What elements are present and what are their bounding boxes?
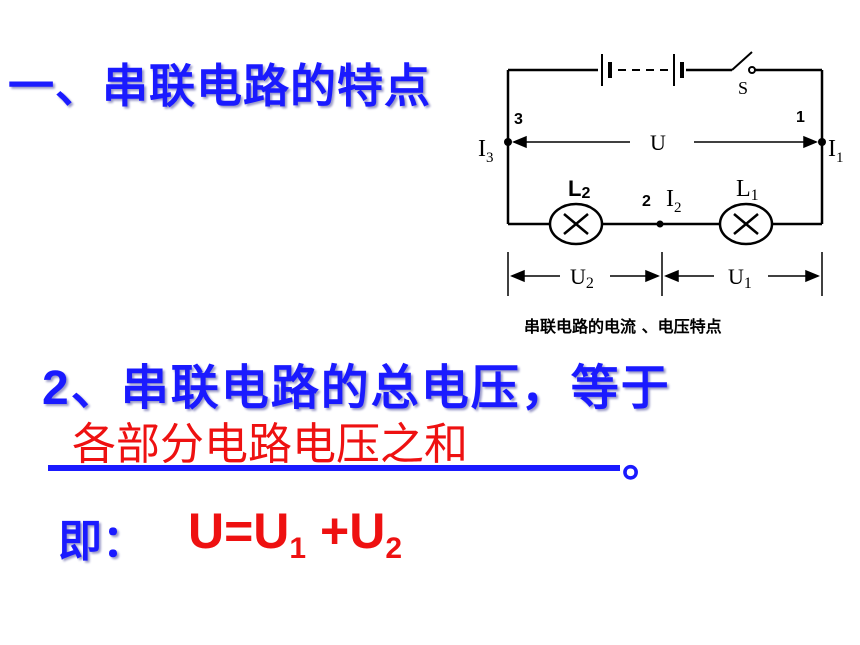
lamp-label-l2: L2	[568, 176, 590, 202]
lamp-label-l1: L1	[736, 176, 759, 204]
series-circuit-diagram: S 3 1 2 I3 I1 I2 U L2 L1	[478, 51, 844, 336]
node-label-1: 1	[796, 109, 805, 126]
current-label-i1: I1	[828, 136, 844, 166]
voltage-statement: 2、串联电路的总电压，等于	[42, 348, 671, 418]
total-voltage-label: U	[650, 130, 666, 155]
answer-text: 各部分电路电压之和	[72, 419, 468, 470]
node-2-dot	[656, 220, 664, 228]
node-label-2: 2	[642, 193, 651, 210]
formula-prefix: 即：	[58, 516, 146, 567]
fill-in-blank-line	[48, 465, 620, 471]
node-3-dot	[504, 138, 512, 146]
lamp-l2-icon	[548, 202, 604, 246]
node-1-dot	[818, 138, 826, 146]
node-label-3: 3	[514, 111, 523, 128]
voltage-label-u2: U2	[570, 264, 594, 292]
statement-text: 、串联电路的总电压，等于	[70, 360, 671, 416]
voltage-formula: U=U1 +U2	[188, 503, 402, 565]
switch-label: S	[738, 78, 748, 98]
sentence-period: 。	[622, 436, 666, 487]
voltage-label-u1: U1	[728, 264, 752, 292]
statement-number: 2	[42, 362, 71, 415]
battery-icon	[601, 54, 684, 86]
current-label-i2: I2	[666, 186, 682, 216]
total-voltage-arrow	[512, 135, 818, 149]
diagram-caption: 串联电路的电流 、电压特点	[524, 317, 722, 336]
partial-voltage-arrows	[507, 252, 823, 296]
slide-heading: 一、串联电路的特点	[8, 59, 431, 113]
switch-icon	[731, 51, 756, 74]
current-label-i3: I3	[478, 136, 494, 166]
lamp-l1-icon	[718, 202, 774, 246]
